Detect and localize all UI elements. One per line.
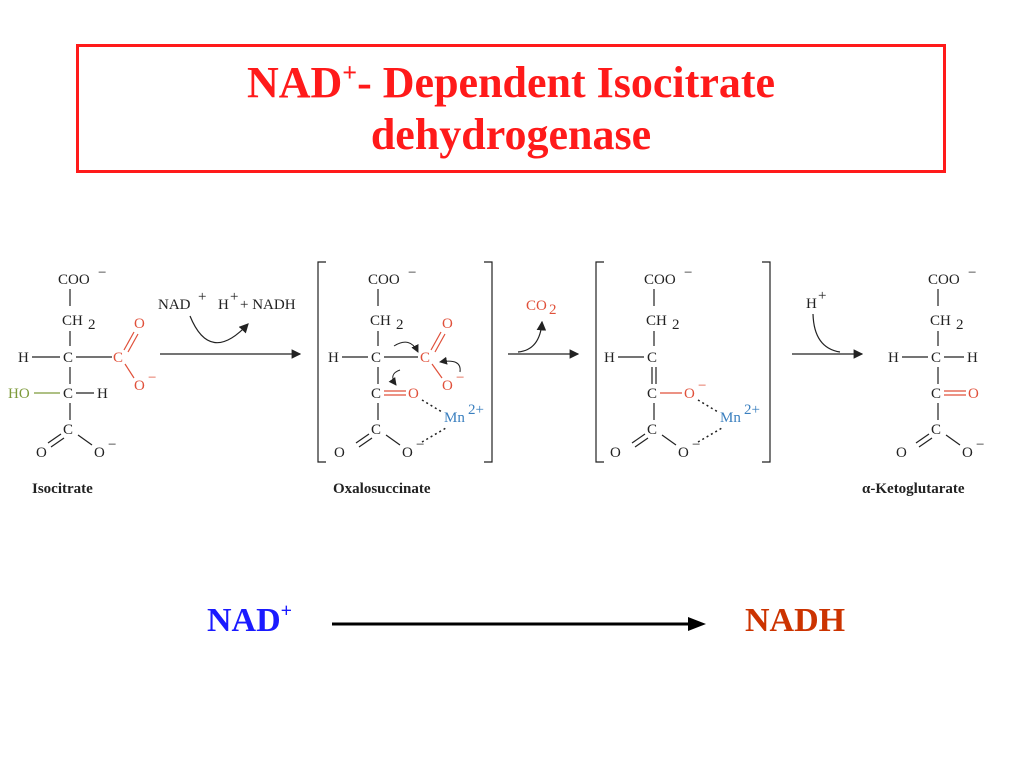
oxalo-coo: COO	[368, 272, 400, 288]
enol-ch2: CH	[646, 313, 667, 329]
oxalo-coo-charge: −	[408, 265, 416, 281]
step-2-co2-sub: 2	[549, 302, 557, 318]
oxalosuccinate-structure: COO − CH 2 H C C O O − C O Mn 2+ C O O −	[317, 261, 493, 463]
step-1: NAD + H + + NADH	[158, 289, 302, 359]
isocitrate-coo: COO	[58, 272, 90, 288]
bottom-nadh-label: NADH	[745, 602, 846, 639]
akg-h-left: H	[888, 350, 899, 366]
title-box: NAD+- Dependent Isocitrate dehydrogenase	[76, 44, 946, 173]
bottom-nad-label: NAD+	[207, 600, 293, 640]
isocitrate-carboxyl-o-minus: O	[134, 378, 145, 394]
step-1-h: H	[218, 297, 229, 313]
oxalo-o4-minus: O	[402, 445, 413, 461]
enol-c2: C	[647, 350, 657, 366]
bottom-nad-text: NAD	[207, 602, 281, 639]
isocitrate-coo-charge: −	[98, 265, 106, 281]
title-line-1: NAD+- Dependent Isocitrate	[247, 57, 775, 109]
isocitrate-ho: HO	[8, 386, 30, 402]
enol-c4: C	[647, 422, 657, 438]
akg-c2: C	[931, 350, 941, 366]
akg-c4: C	[931, 422, 941, 438]
enol-coo-charge: −	[684, 265, 692, 281]
akg-h-right: H	[967, 350, 978, 366]
step-1-nad: NAD	[158, 297, 191, 313]
isocitrate-carboxyl-charge: −	[148, 370, 156, 386]
akg-o4: O	[896, 445, 907, 461]
akg-ch2-sub: 2	[956, 317, 964, 333]
oxalo-c2: C	[371, 350, 381, 366]
isocitrate-c2: C	[63, 350, 73, 366]
step-1-h-charge: +	[230, 289, 238, 305]
oxalo-h: H	[328, 350, 339, 366]
isocitrate-h3: H	[97, 386, 108, 402]
enol-o-charge: −	[698, 378, 706, 394]
oxalo-c3: C	[371, 386, 381, 402]
akg-coo: COO	[928, 272, 960, 288]
oxalo-carboxyl-o-minus: O	[442, 378, 453, 394]
isocitrate-c3: C	[63, 386, 73, 402]
step-3-curved-arrow	[812, 313, 841, 353]
akg-coo-charge: −	[968, 265, 976, 281]
akg-c3: C	[931, 386, 941, 402]
enol-h: H	[604, 350, 615, 366]
isocitrate-carboxyl-o: O	[134, 316, 145, 332]
title-nad-charge: +	[342, 57, 358, 87]
bottom-reaction-arrow	[332, 617, 706, 631]
isocitrate-o4-minus: O	[94, 445, 105, 461]
step-2-co2: CO	[526, 298, 547, 314]
oxalo-carboxyl-c: C	[420, 350, 430, 366]
oxalo-carboxyl-o: O	[442, 316, 453, 332]
oxalo-o4: O	[334, 445, 345, 461]
enol-mn-charge: 2+	[744, 402, 760, 418]
step-2-curved-arrow	[517, 320, 547, 353]
isocitrate-o4-charge: −	[108, 437, 116, 453]
isocitrate-c4: C	[63, 422, 73, 438]
isocitrate-label: Isocitrate	[32, 481, 93, 497]
enol-o4-minus: O	[678, 445, 689, 461]
isocitrate-ch2: CH	[62, 313, 83, 329]
akg-o4-charge: −	[976, 437, 984, 453]
enol-o4-charge: −	[692, 437, 700, 453]
step-3-h-charge: +	[818, 288, 826, 304]
oxalosuccinate-label: Oxalosuccinate	[333, 481, 431, 497]
step-1-curved-arrow	[189, 315, 249, 344]
title-rest: - Dependent Isocitrate	[357, 57, 776, 107]
oxalo-o4-charge: −	[416, 437, 424, 453]
akg-keto-o: O	[968, 386, 979, 402]
oxalo-ch2: CH	[370, 313, 391, 329]
oxalo-c4: C	[371, 422, 381, 438]
oxalo-mn-charge: 2+	[468, 402, 484, 418]
step-1-nadh: + NADH	[240, 297, 296, 313]
enol-coo: COO	[644, 272, 676, 288]
akg-o4-minus: O	[962, 445, 973, 461]
bottom-nad-charge: +	[280, 600, 293, 622]
akg-ch2: CH	[930, 313, 951, 329]
ketoglutarate-label: α-Ketoglutarate	[862, 481, 965, 497]
enol-c3: C	[647, 386, 657, 402]
isocitrate-carboxyl-c: C	[113, 350, 123, 366]
isocitrate-ch2-sub: 2	[88, 317, 96, 333]
oxalo-mn: Mn	[444, 410, 465, 426]
step-3-h: H	[806, 296, 817, 312]
step-1-nad-charge: +	[198, 289, 206, 305]
oxalo-keto-o: O	[408, 386, 419, 402]
enolate-intermediate-structure: COO − CH 2 H C C O − Mn 2+ C O O −	[595, 261, 771, 463]
isocitrate-o4: O	[36, 445, 47, 461]
enol-o: O	[684, 386, 695, 402]
oxalo-carboxyl-charge: −	[456, 370, 464, 386]
isocitrate-structure: COO − CH 2 H C C O O − HO C H C O O −	[8, 265, 156, 461]
enol-mn: Mn	[720, 410, 741, 426]
oxalo-ch2-sub: 2	[396, 317, 404, 333]
isocitrate-h: H	[18, 350, 29, 366]
enol-o4: O	[610, 445, 621, 461]
step-3: H +	[792, 288, 864, 359]
step-2: CO 2	[508, 298, 580, 359]
enol-ch2-sub: 2	[672, 317, 680, 333]
ketoglutarate-structure: COO − CH 2 H C H C O C O O −	[888, 265, 984, 461]
title-nad: NAD	[246, 57, 343, 107]
title-line-2: dehydrogenase	[370, 109, 652, 159]
reaction-scheme: COO − CH 2 H C C O O − HO C H C O O − Is…	[8, 261, 984, 497]
